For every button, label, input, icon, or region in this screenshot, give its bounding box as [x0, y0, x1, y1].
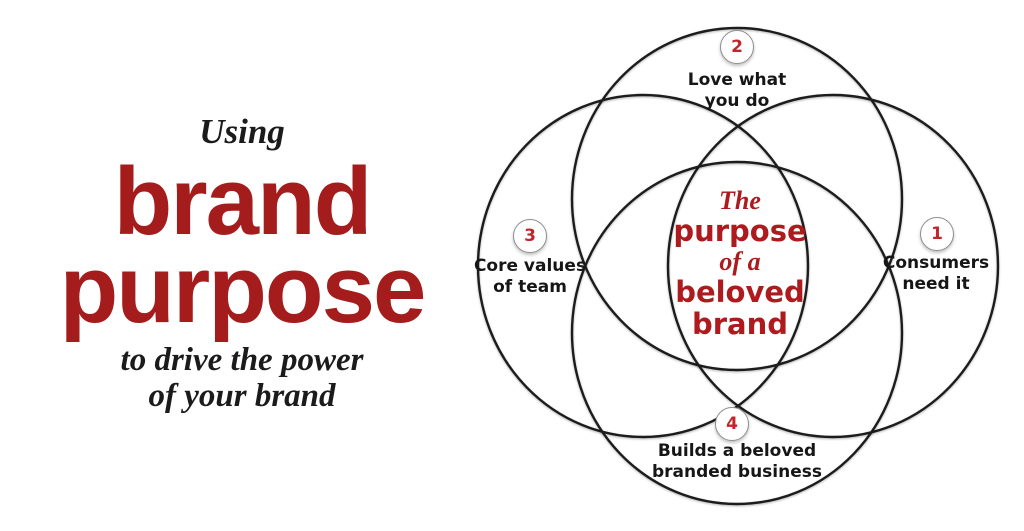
badge-2: 2: [720, 30, 754, 64]
circle-top: [570, 26, 904, 372]
badge-1: 1: [920, 217, 954, 251]
title-line-1: brand: [113, 147, 373, 255]
center-statement: The purpose of a beloved brand: [640, 186, 840, 340]
circle-left: [476, 93, 810, 439]
label-consumers-need-it: Consumers need it: [882, 253, 990, 294]
badge-4-number: 4: [726, 414, 738, 434]
center-line-of-a: of a: [719, 247, 761, 276]
title-line-2: purpose: [59, 235, 427, 343]
label-builds-beloved-business: Builds a beloved branded business: [652, 441, 822, 482]
circle-bottom: [570, 160, 904, 506]
headline-block: Using brand purpose to drive the power o…: [0, 110, 484, 414]
center-line-brand: brand: [691, 307, 789, 341]
kicker-text: Using: [199, 112, 285, 151]
center-line-the: The: [719, 186, 761, 215]
tagline-text: to drive the power of your brand: [120, 341, 364, 414]
page-title: brand purpose: [0, 147, 484, 343]
badge-3-number: 3: [524, 226, 536, 246]
badge-4: 4: [715, 407, 749, 441]
center-line-beloved: beloved: [675, 275, 805, 309]
badge-2-number: 2: [731, 37, 743, 57]
badge-1-number: 1: [931, 224, 943, 244]
center-line-purpose: purpose: [673, 214, 807, 248]
label-core-values-of-team: Core values of team: [473, 256, 587, 297]
label-love-what-you-do: Love what you do: [687, 70, 787, 111]
badge-3: 3: [513, 219, 547, 253]
circle-right: [666, 93, 1000, 439]
